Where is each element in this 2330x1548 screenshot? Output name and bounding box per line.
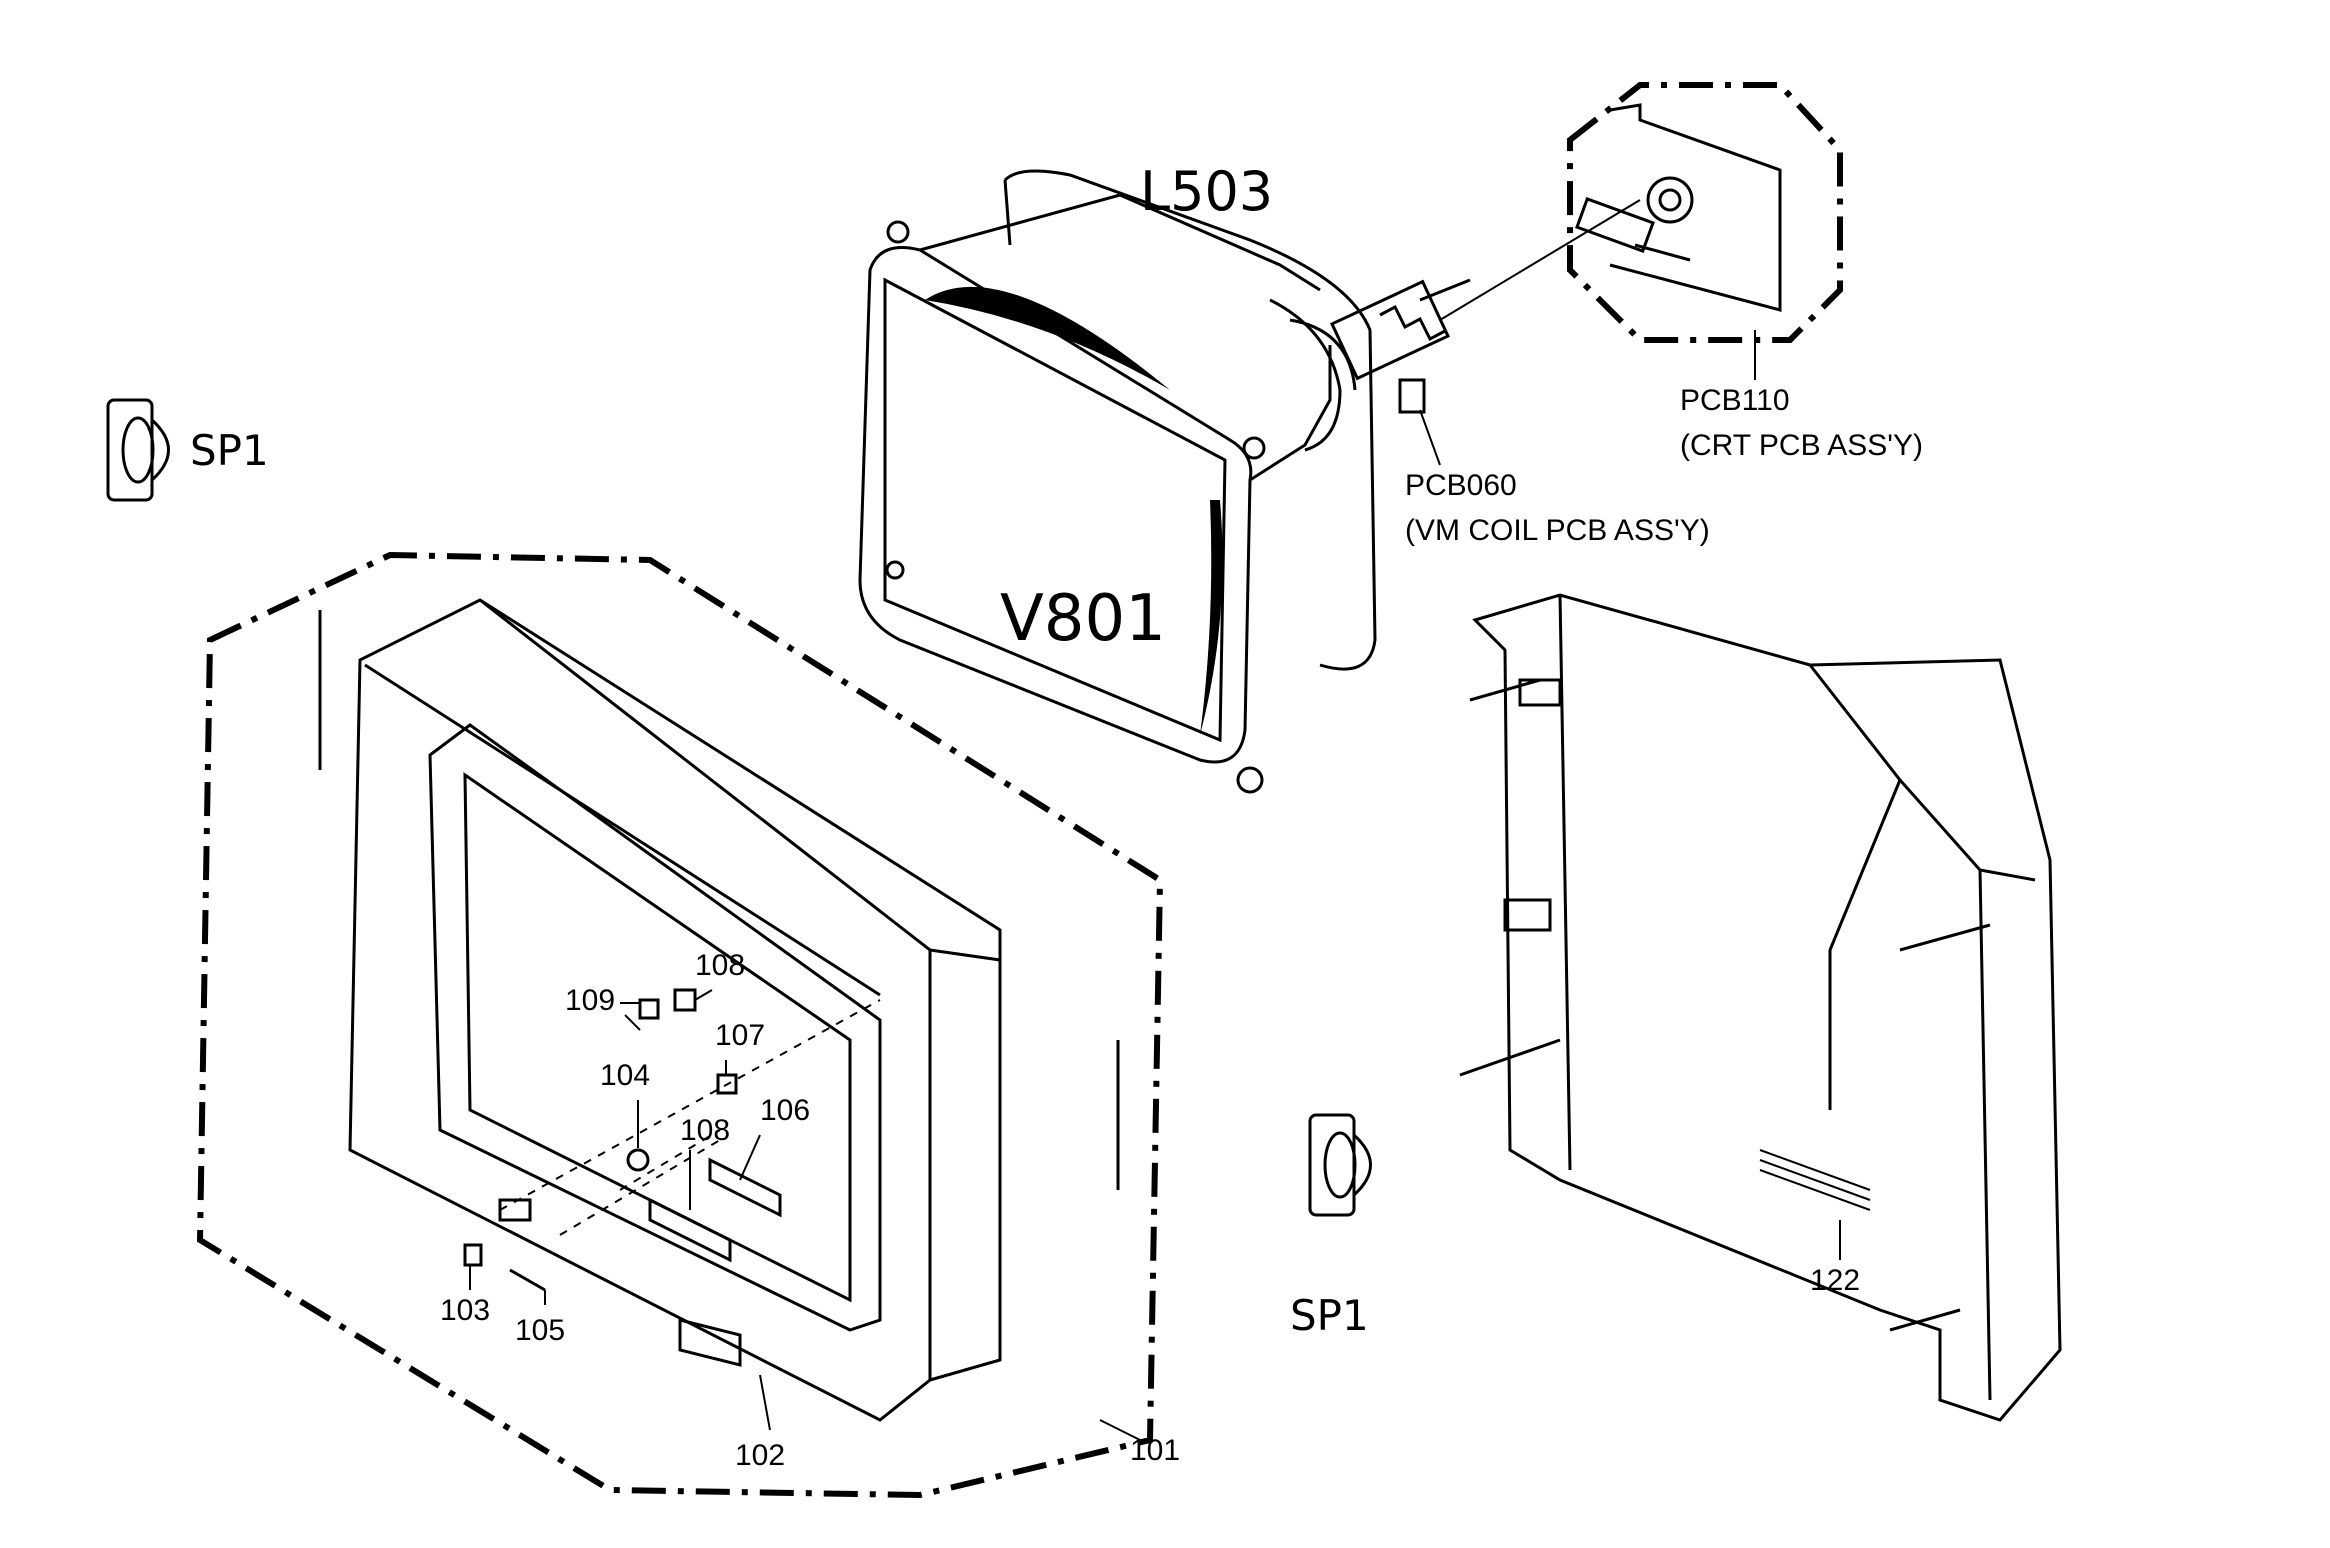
leader-lines <box>469 330 1841 1441</box>
rear-cabinet <box>1459 593 2062 1422</box>
label-part-122: 122 <box>1810 1264 1860 1297</box>
label-part-104: 104 <box>600 1059 650 1092</box>
label-part-101: 101 <box>1130 1434 1180 1467</box>
label-part-102: 102 <box>735 1439 785 1472</box>
label-part-106: 106 <box>760 1094 810 1127</box>
label-part-105: 105 <box>515 1314 565 1347</box>
speaker-right-icon <box>1308 1113 1372 1217</box>
label-v801: V801 <box>1000 582 1166 656</box>
label-l503: L503 <box>1140 160 1273 223</box>
label-sp1-right: SP1 <box>1290 1291 1369 1340</box>
crt-tube <box>858 169 1471 794</box>
label-pcb110: PCB110 <box>1680 384 1790 417</box>
label-part-108-top: 108 <box>695 949 745 982</box>
neck-wire <box>1439 199 1641 321</box>
label-part-109: 109 <box>565 984 615 1017</box>
label-pcb060-desc: (VM COIL PCB ASS'Y) <box>1405 514 1710 547</box>
speaker-left-icon <box>106 398 170 502</box>
front-cabinet <box>196 551 1164 1499</box>
label-part-103: 103 <box>440 1294 490 1327</box>
label-sp1-left: SP1 <box>190 426 269 475</box>
label-pcb110-desc: (CRT PCB ASS'Y) <box>1680 429 1923 462</box>
label-pcb060: PCB060 <box>1405 469 1517 502</box>
label-part-107: 107 <box>715 1019 765 1052</box>
crt-pcb-assembly <box>1567 82 1843 343</box>
label-part-108-mid: 108 <box>680 1114 730 1147</box>
